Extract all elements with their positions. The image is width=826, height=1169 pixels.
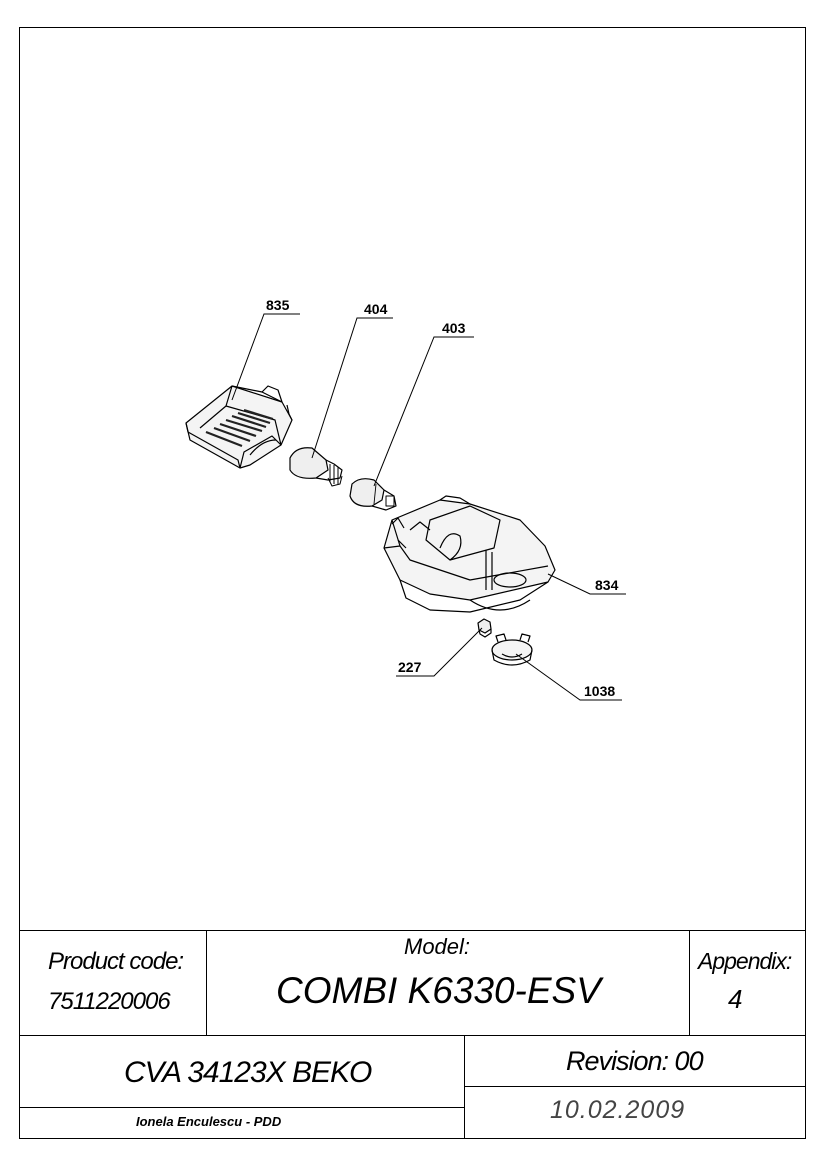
callout-403: 403 [442,320,466,336]
callout-404: 404 [364,301,388,317]
leader-227 [396,627,483,677]
title-block-divider-2 [689,930,690,1035]
callout-834: 834 [595,577,619,593]
callout-227: 227 [398,659,422,675]
leader-1038 [515,653,622,701]
part-403-lamp-holder [349,478,397,511]
part-404-bulb [289,447,343,487]
appendix-value: 4 [728,984,743,1014]
title-block-divider-1 [206,930,207,1035]
part-1038-clip-cap [491,633,533,666]
part-834-lamp-housing [383,495,556,613]
drawing-frame [19,27,806,1139]
leader-404 [311,317,393,459]
title-block-revision-line [464,1086,806,1087]
product-name: CVA 34123X BEKO [124,1056,372,1089]
revision: Revision: 00 [566,1046,704,1076]
product-code-label: Product code: [48,948,184,975]
appendix-label: Appendix: [698,948,792,974]
model-value: COMBI K6330-ESV [276,970,601,1011]
part-835-lamp-cover [185,385,293,469]
title-block-top-line [19,930,806,931]
leader-403 [373,336,474,487]
leader-834 [547,573,626,595]
callout-1038: 1038 [584,683,615,699]
callout-835: 835 [266,297,290,313]
author: Ionela Enculescu - PDD [136,1114,282,1129]
title-block-divider-3 [464,1035,465,1139]
product-code-value: 7511220006 [48,988,171,1015]
leader-835 [231,313,300,401]
part-227-nut [477,618,492,638]
title-block-mid-line [19,1035,806,1036]
title-block-author-line [19,1107,464,1108]
date: 10.02.2009 [550,1096,686,1124]
model-label: Model: [404,934,471,959]
